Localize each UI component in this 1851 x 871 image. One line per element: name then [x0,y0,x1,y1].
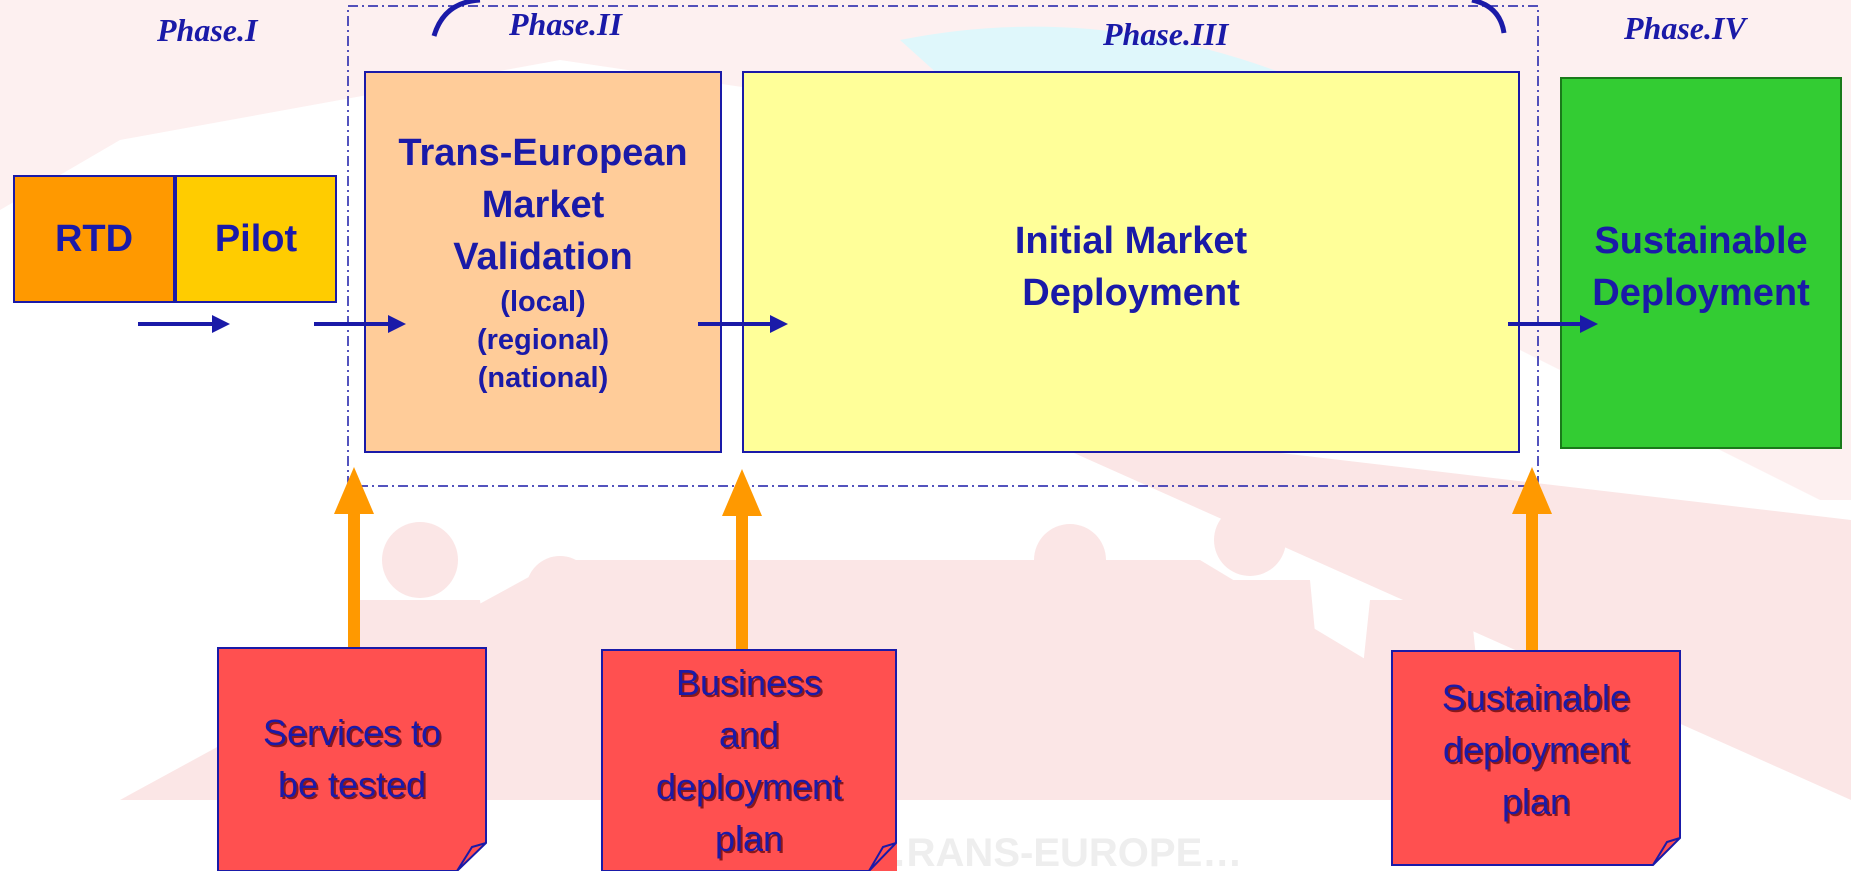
services-line-1: Services to [262,712,442,753]
services-note: Services to be tested [217,647,487,871]
business-line-4: plan [714,818,784,859]
validation-line-2: Market [481,184,605,226]
business-line-1: Business [675,662,823,703]
up-arrow-business [722,469,762,649]
validation-scope-regional: (regional) [476,324,610,356]
business-line-3: deployment [655,766,843,807]
rtd-label: RTD [54,218,134,260]
pilot-label: Pilot [214,218,298,260]
phase-2-label: Phase.II [509,6,622,42]
validation-scope-local: (local) [500,286,586,318]
sustainable-plan-line-1: Sustainable [1441,677,1631,718]
sustainable-line-2: Deployment [1592,272,1810,314]
services-line-2: be tested [277,764,427,805]
sustainable-plan-note: Sustainable deployment plan [1391,650,1681,866]
business-plan-note: Business and deployment plan [601,649,897,871]
pilot-box: Pilot [175,175,337,303]
sustainable-deployment-box: Sustainable Deployment [1560,77,1842,449]
market-validation-box: Trans-European Market Validation (local)… [364,71,722,453]
sustainable-plan-line-2: deployment [1442,729,1630,770]
phase-4-label: Phase.IV [1624,10,1746,46]
note-shape [217,647,487,871]
note-shape [1391,650,1681,866]
up-arrow-sustainable [1512,467,1552,650]
initial-market-deployment-box: Initial Market Deployment [742,71,1520,453]
sustainable-plan-line-3: plan [1501,781,1571,822]
validation-scope-national: (national) [477,362,609,394]
business-line-2: and [718,714,780,755]
initial-line-2: Deployment [1022,272,1240,314]
initial-line-1: Initial Market [1014,220,1248,262]
up-arrow-services [334,467,374,647]
phase-1-label: Phase.I [157,12,258,48]
rtd-box: RTD [13,175,175,303]
phase-3-label: Phase.III [1103,16,1229,52]
validation-line-1: Trans-European [398,132,688,174]
note-shape [601,649,897,871]
sustainable-line-1: Sustainable [1594,220,1808,262]
validation-line-3: Validation [453,236,633,278]
